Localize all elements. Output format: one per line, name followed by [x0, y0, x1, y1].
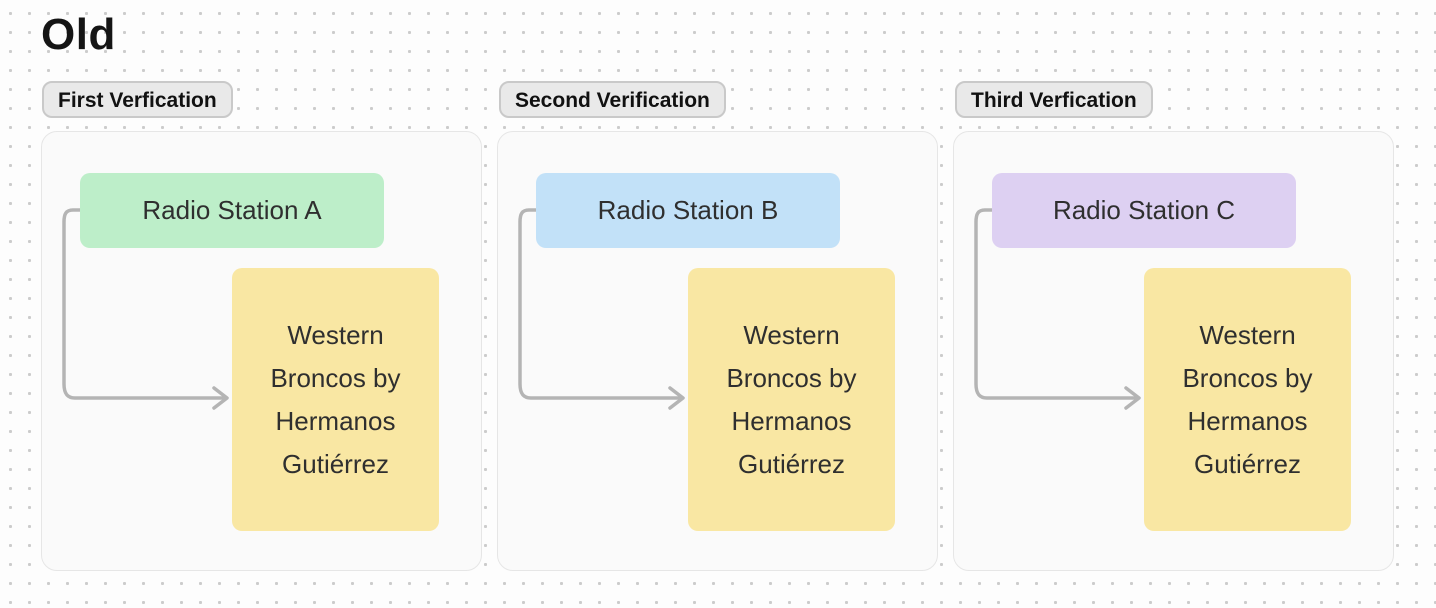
arrow-path [974, 208, 1139, 400]
verification-panel-second[interactable]: Radio Station B Western Broncos by Herma… [497, 131, 938, 571]
section-label-first[interactable]: First Verfication [42, 81, 233, 118]
verification-panel-third[interactable]: Radio Station C Western Broncos by Herma… [953, 131, 1394, 571]
arrow-path [518, 208, 683, 400]
station-node[interactable]: Radio Station A [80, 173, 384, 248]
song-text: Western Broncos by Hermanos Gutiérrez [726, 319, 857, 479]
arrow-connector[interactable] [954, 132, 1395, 572]
song-node[interactable]: Western Broncos by Hermanos Gutiérrez [1144, 268, 1351, 531]
station-node[interactable]: Radio Station C [992, 173, 1296, 248]
song-node[interactable]: Western Broncos by Hermanos Gutiérrez [232, 268, 439, 531]
section-label-third[interactable]: Third Verfication [955, 81, 1153, 118]
song-text: Western Broncos by Hermanos Gutiérrez [270, 319, 401, 479]
section-label-second[interactable]: Second Verification [499, 81, 726, 118]
song-text: Western Broncos by Hermanos Gutiérrez [1182, 319, 1313, 479]
arrow-connector[interactable] [42, 132, 483, 572]
arrow-head [1124, 386, 1141, 410]
canvas-title[interactable]: Old [41, 10, 116, 59]
station-node[interactable]: Radio Station B [536, 173, 840, 248]
verification-panel-first[interactable]: Radio Station A Western Broncos by Herma… [41, 131, 482, 571]
arrow-path [62, 208, 227, 400]
arrow-head [668, 386, 685, 410]
arrow-connector[interactable] [498, 132, 939, 572]
arrow-head [212, 386, 229, 410]
song-node[interactable]: Western Broncos by Hermanos Gutiérrez [688, 268, 895, 531]
